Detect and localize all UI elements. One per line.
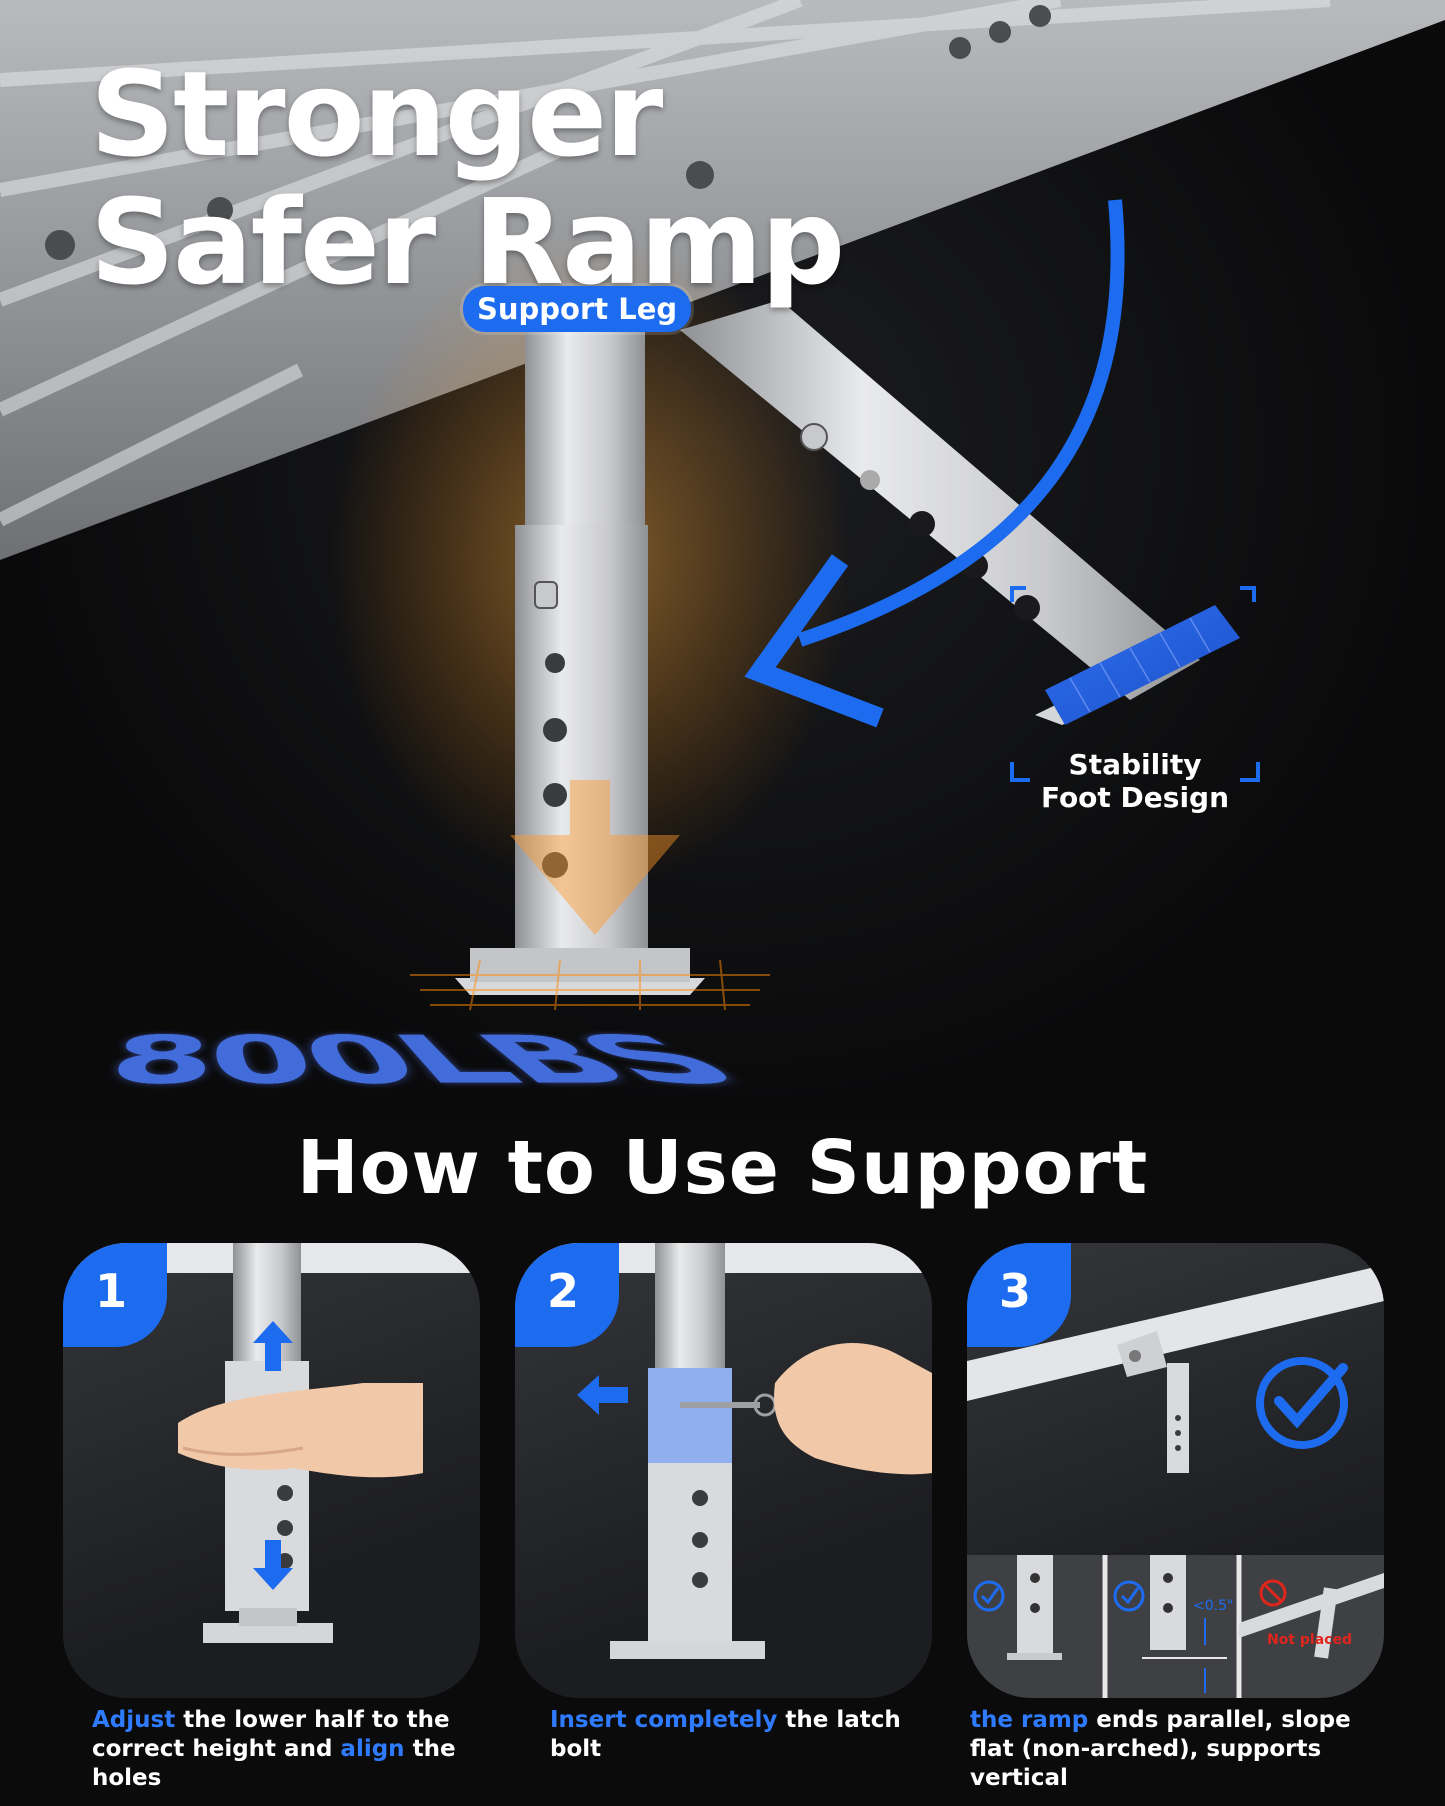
diagonal-brace	[680, 300, 1200, 700]
not-placed-label: Not placed	[1267, 1632, 1352, 1648]
step-3-illustration	[967, 1265, 1384, 1698]
step-3-number: 3	[967, 1243, 1071, 1347]
corner-mark	[1010, 762, 1030, 782]
step-2-number: 2	[515, 1243, 619, 1347]
step-1-panel: 1	[63, 1243, 480, 1698]
section-title: How to Use Support	[296, 1125, 1149, 1211]
hero-title-line2: Safer Ramp	[90, 173, 845, 311]
corner-mark	[1240, 762, 1260, 782]
support-leg-upper	[525, 330, 645, 530]
foot-label-line1: Stability	[1068, 748, 1202, 781]
step-1-caption: Adjust the lower half to the correct hei…	[92, 1706, 512, 1793]
check-circle-icon	[1113, 1580, 1145, 1612]
arrow-down-icon	[253, 1540, 293, 1590]
check-circle-icon	[1256, 1357, 1348, 1449]
caption-text: ends parallel, slope flat (non-arched), …	[970, 1707, 1351, 1791]
no-entry-icon	[1259, 1579, 1287, 1607]
step-2-caption: Insert completely the latch bolt	[550, 1706, 910, 1764]
caption-text: the holes	[92, 1736, 456, 1791]
caption-text: the lower half to the correct height and	[92, 1707, 450, 1762]
ramp-illustration	[0, 0, 1445, 1011]
step-1-number: 1	[63, 1243, 167, 1347]
support-leg-badge: Support Leg	[463, 286, 692, 332]
curved-arrow-icon	[797, 199, 1125, 647]
stability-foot-pad	[1045, 605, 1240, 725]
stability-foot-label: Stability Foot Design	[1010, 748, 1260, 814]
caption-highlight: the ramp	[970, 1707, 1089, 1733]
step-3-caption: the ramp ends parallel, slope flat (non-…	[970, 1706, 1390, 1793]
check-circle-icon	[973, 1580, 1005, 1612]
arrow-left-icon	[577, 1375, 628, 1415]
gap-label: <0.5"	[1193, 1598, 1234, 1614]
step-2-panel: 2	[515, 1243, 932, 1698]
hero-section: Stronger Safer Ramp Support Leg Stabilit…	[0, 0, 1445, 1120]
arrow-up-icon	[253, 1321, 293, 1371]
down-arrow-icon	[510, 780, 680, 935]
hero-title-line1: Stronger	[90, 45, 663, 183]
caption-highlight: Adjust	[92, 1707, 176, 1733]
hero-title: Stronger Safer Ramp	[90, 45, 845, 311]
step-3-panel: 3 <0.5" Not placed	[967, 1243, 1384, 1698]
caption-highlight: Insert completely	[550, 1707, 778, 1733]
caption-highlight: align	[340, 1736, 405, 1762]
caption-text: the latch bolt	[550, 1707, 901, 1762]
foot-label-line2: Foot Design	[1040, 781, 1230, 814]
